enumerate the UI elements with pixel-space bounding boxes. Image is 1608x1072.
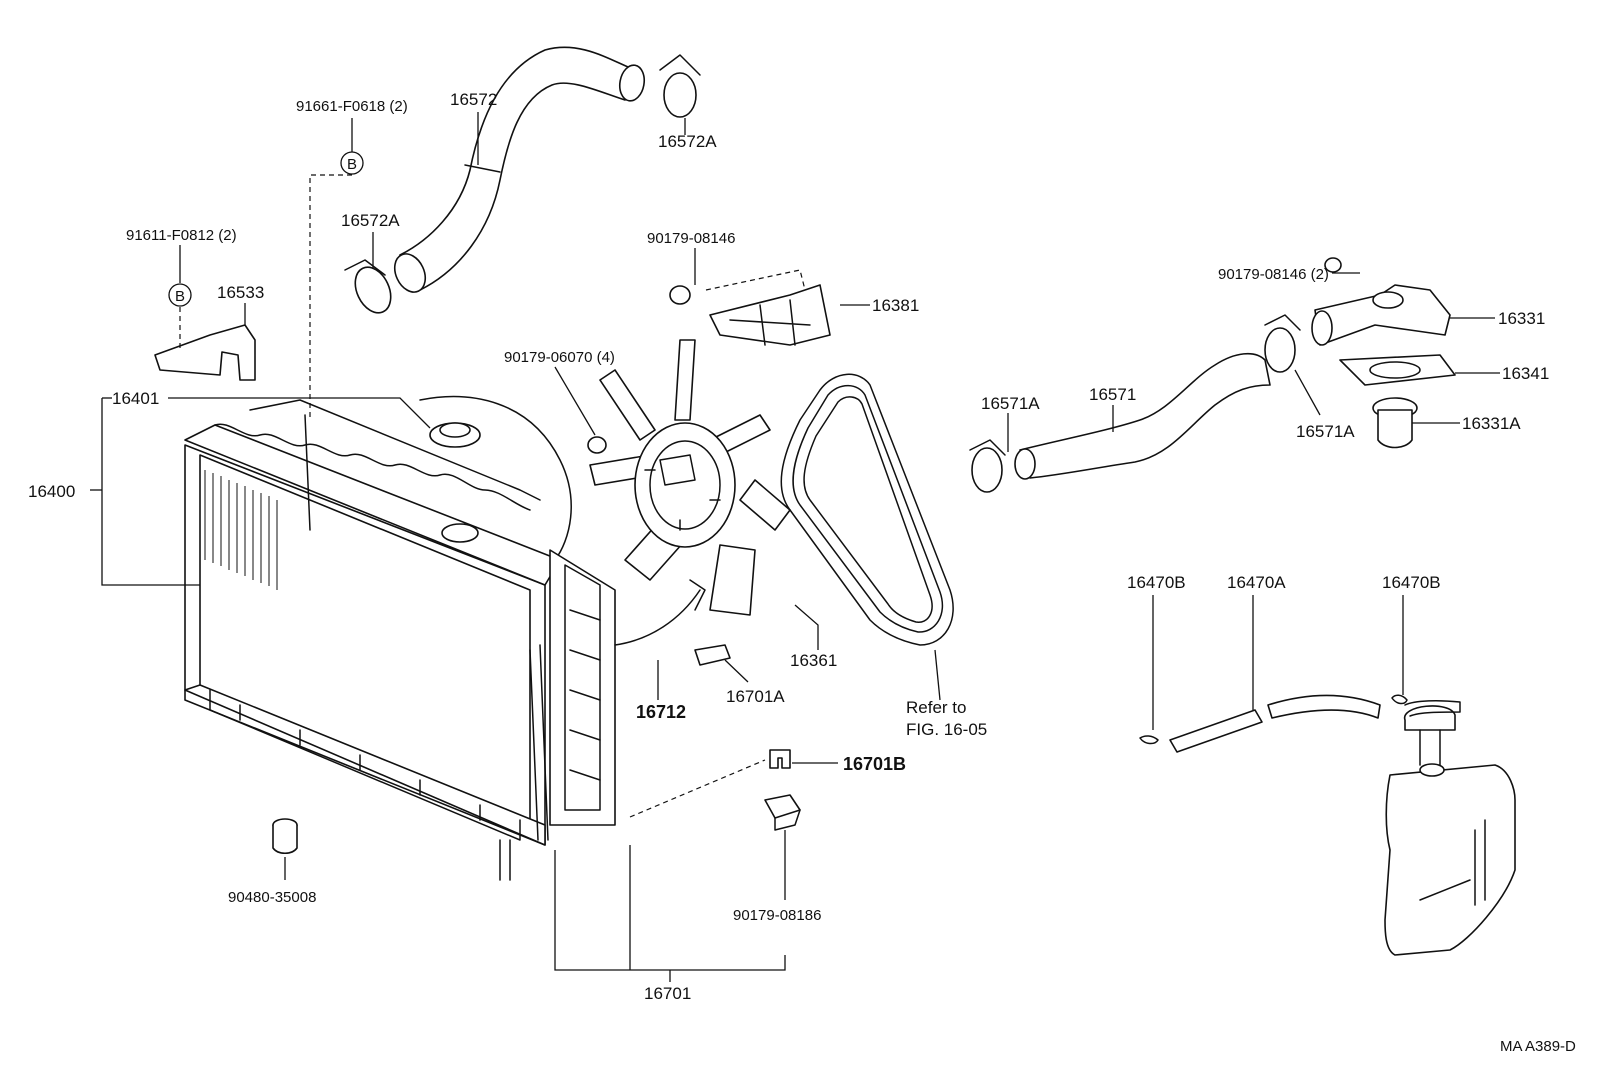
label-16470A: 16470A [1227,573,1286,592]
label-16572A-top: 16572A [658,132,717,151]
bracket-16533 [154,324,256,381]
label-16361: 16361 [790,651,837,670]
label-16701: 16701 [644,984,691,1003]
thermostat-16331A [1372,397,1418,449]
label-16470B-right: 16470B [1382,573,1441,592]
label-16701B: 16701B [843,754,906,774]
label-fig-16-05: FIG. 16-05 [906,720,987,739]
radiator-assembly [184,395,572,881]
nut-90179-08186 [764,794,801,831]
label-16470B-left: 16470B [1127,573,1186,592]
b-marker-label: B [347,156,357,173]
label-16712: 16712 [636,702,686,722]
label-16572: 16572 [450,90,497,109]
label-16571A-left: 16571A [981,394,1040,413]
label-16572A-left: 16572A [341,211,400,230]
label-16571: 16571 [1089,385,1136,404]
label-90179-08146: 90179-08146 [647,230,735,247]
reference-marker-b-top: B [340,151,364,175]
lower-radiator-hose [1014,352,1271,480]
label-refer-to: Refer to [906,698,966,717]
upper-radiator-hose [393,46,646,293]
label-90179-08186: 90179-08186 [733,907,821,924]
label-16701A: 16701A [726,687,785,706]
reference-marker-b-left: B [168,283,192,307]
fan-shroud [529,549,706,841]
label-16331A: 16331A [1462,414,1521,433]
drive-belt [780,373,954,646]
clip-16701A [694,644,731,666]
bolt-90179-06070 [587,436,607,454]
label-90480-35008: 90480-35008 [228,889,316,906]
reserve-tank [1384,705,1516,956]
cooling-fan [589,339,791,616]
water-outlet-16331 [1311,257,1451,346]
label-16341: 16341 [1502,364,1549,383]
part-16381 [669,284,831,346]
label-16381: 16381 [872,296,919,315]
label-16331: 16331 [1498,309,1545,328]
label-16533: 16533 [217,283,264,302]
label-90179-08146-2: 90179-08146 (2) [1218,266,1329,283]
label-16401: 16401 [112,389,159,408]
reserve-tubes [1139,694,1461,753]
label-91611-F0812: 91611-F0812 (2) [126,227,237,244]
drawing-code: MA A389-D [1500,1038,1576,1055]
hose-clamps-16571A [969,314,1301,493]
drain-plug-90480 [272,818,298,855]
label-16571A-right: 16571A [1296,422,1355,441]
b-marker-label: B [175,288,185,305]
label-16400: 16400 [28,482,75,501]
gasket-16341 [1339,354,1456,386]
clip-16701B [769,749,791,769]
label-90179-06070: 90179-06070 (4) [504,349,615,366]
label-91661-F0618: 91661-F0618 (2) [296,98,408,115]
leader-lines [90,112,1500,982]
hose-clamps-16572A [344,54,701,314]
part-labels: 91661-F0618 (2) 16572 16572A 16572A 9161… [28,90,1576,1055]
